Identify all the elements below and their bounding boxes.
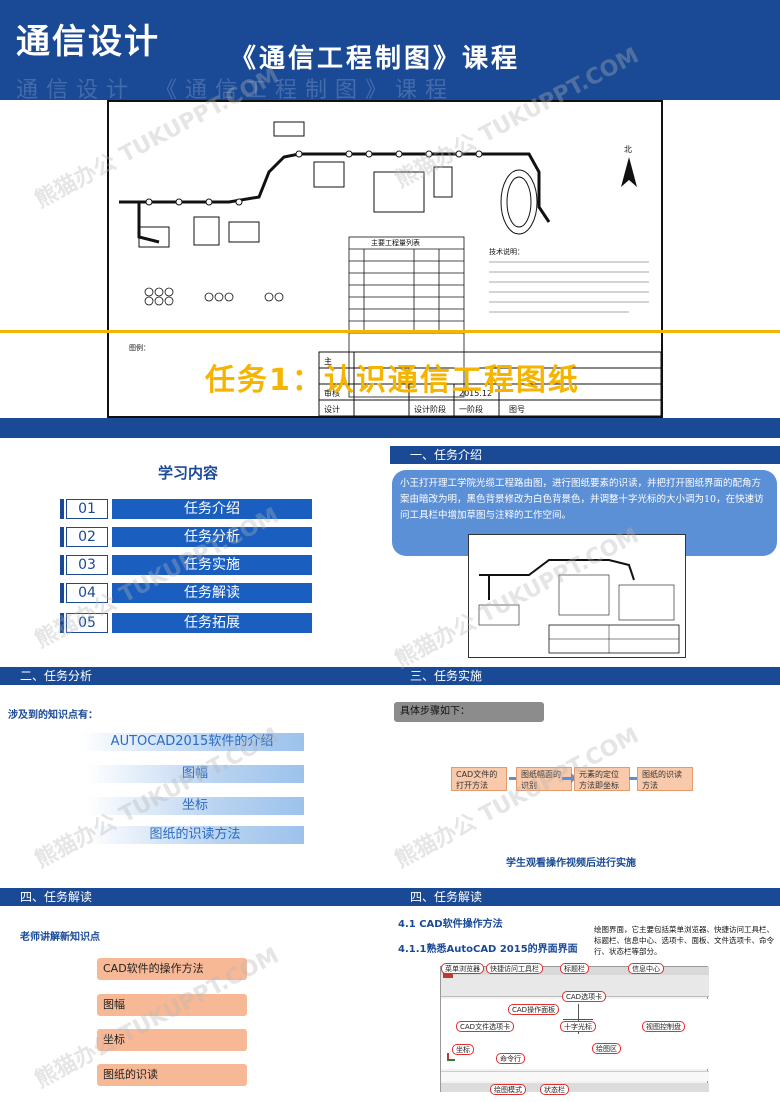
item-accent bbox=[60, 583, 64, 603]
callout-view-control: 视图控制盘 bbox=[642, 1021, 685, 1032]
svg-text:2015.12: 2015.12 bbox=[459, 389, 492, 398]
coordinate-icon bbox=[447, 1053, 455, 1061]
callout-coordinate: 坐标 bbox=[452, 1044, 474, 1055]
section-header-implementation: 三、任务实施 bbox=[390, 667, 780, 685]
item-label: 任务拓展 bbox=[112, 613, 312, 633]
callout-file-tab: CAD文件选项卡 bbox=[456, 1021, 515, 1032]
knowledge-bar-frame: 图幅 bbox=[86, 765, 304, 783]
task-title: 任务1：认识通信工程图纸 bbox=[205, 363, 580, 398]
item-number: 04 bbox=[66, 583, 108, 603]
knowledge-bar-reading: 图纸的识读方法 bbox=[86, 826, 304, 844]
crosshair-v bbox=[578, 1004, 579, 1034]
knowledge-bar-autocad: AUTOCAD2015软件的介绍 bbox=[80, 733, 304, 751]
flow-step-open: CAD文件的打开方法 bbox=[451, 767, 507, 791]
svg-text:设计阶段: 设计阶段 bbox=[414, 404, 446, 414]
cad-drawing-area bbox=[441, 999, 709, 1069]
learning-item-intro[interactable]: 01 任务介绍 bbox=[60, 499, 312, 519]
header-band bbox=[0, 0, 780, 100]
callout-command-line: 命令行 bbox=[496, 1053, 525, 1064]
section-header-interpret-right: 四、任务解读 bbox=[390, 888, 780, 906]
interpret-description: 绘图界面，它主要包括菜单浏览器、快捷访问工具栏、标题栏、信息中心、选项卡、面板、… bbox=[594, 925, 774, 956]
callout-quick-access: 快捷访问工具栏 bbox=[486, 963, 543, 974]
flow-step-reading: 图纸的识读方法 bbox=[637, 767, 693, 791]
learning-item-implementation[interactable]: 03 任务实施 bbox=[60, 555, 312, 575]
learning-item-analysis[interactable]: 02 任务分析 bbox=[60, 527, 312, 547]
brand-reflection: 通信设计 《通信工程制图》课程 bbox=[16, 78, 456, 103]
analysis-subtitle: 涉及到的知识点有： bbox=[8, 710, 98, 721]
course-title: 《通信工程制图》课程 bbox=[230, 44, 521, 74]
cad-command-line bbox=[441, 1071, 709, 1081]
callout-drawing-mode: 绘图模式 bbox=[490, 1084, 526, 1095]
svg-text:审核: 审核 bbox=[324, 388, 340, 398]
thumbnail-drawing bbox=[478, 559, 680, 654]
svg-text:主: 主 bbox=[324, 356, 332, 366]
svg-text:北: 北 bbox=[624, 145, 632, 154]
callout-menu-browser: 菜单浏览器 bbox=[441, 963, 484, 974]
interpret-subtitle: 老师讲解新知识点 bbox=[20, 932, 100, 943]
footer-band bbox=[0, 418, 780, 438]
svg-text:技术说明：: 技术说明： bbox=[489, 247, 524, 256]
svg-text:一阶段: 一阶段 bbox=[459, 404, 483, 414]
callout-drawing-area: 绘图区 bbox=[592, 1043, 621, 1054]
svg-text:图号: 图号 bbox=[509, 405, 525, 414]
implementation-note: 学生观看操作视频后进行实施 bbox=[506, 858, 636, 869]
cad-status-bar bbox=[441, 1083, 709, 1092]
learning-item-interpretation[interactable]: 04 任务解读 bbox=[60, 583, 312, 603]
callout-crosshair: 十字光标 bbox=[560, 1021, 596, 1032]
interpret-heading-1: 4.1 CAD软件操作方法 bbox=[398, 919, 503, 930]
svg-text:图例：: 图例： bbox=[129, 343, 150, 352]
watermark: 熊猫办公 TUKUPPT.COM bbox=[391, 723, 644, 874]
route-map-drawing: 北 主要工程量列表 bbox=[119, 121, 662, 417]
section-header-interpret-left: 四、任务解读 bbox=[0, 888, 390, 906]
callout-title-bar: 标题栏 bbox=[560, 963, 589, 974]
topic-reading: 图纸的识读 bbox=[97, 1064, 247, 1086]
item-accent bbox=[60, 613, 64, 633]
item-accent bbox=[60, 555, 64, 575]
item-label: 任务实施 bbox=[112, 555, 312, 575]
item-label: 任务解读 bbox=[112, 583, 312, 603]
item-number: 05 bbox=[66, 613, 108, 633]
item-accent bbox=[60, 499, 64, 519]
brand-title: 通信设计 bbox=[16, 22, 160, 62]
flow-step-coordinate: 元素的定位方法即坐标 bbox=[574, 767, 630, 791]
callout-status-bar: 状态栏 bbox=[540, 1084, 569, 1095]
cover-slide: 通信设计 通信设计 《通信工程制图》课程 《通信工程制图》课程 bbox=[0, 0, 780, 438]
topic-coordinates: 坐标 bbox=[97, 1029, 247, 1051]
svg-text:设计: 设计 bbox=[324, 404, 340, 414]
item-number: 03 bbox=[66, 555, 108, 575]
section-header-analysis: 二、任务分析 bbox=[0, 667, 390, 685]
learning-item-extension[interactable]: 05 任务拓展 bbox=[60, 613, 312, 633]
item-number: 01 bbox=[66, 499, 108, 519]
engineering-drawing: 北 主要工程量列表 bbox=[107, 100, 663, 418]
item-label: 任务分析 bbox=[112, 527, 312, 547]
interpret-heading-2: 4.1.1熟悉AutoCAD 2015的界面界面 bbox=[398, 944, 578, 955]
callout-cad-panel: CAD操作面板 bbox=[508, 1004, 560, 1015]
accent-line bbox=[0, 330, 780, 333]
learning-title: 学习内容 bbox=[158, 464, 219, 482]
intro-drawing-thumbnail bbox=[468, 534, 686, 658]
item-number: 02 bbox=[66, 527, 108, 547]
svg-text:主要工程量列表: 主要工程量列表 bbox=[371, 238, 420, 247]
topic-frame: 图幅 bbox=[97, 994, 247, 1016]
topic-cad-operation: CAD软件的操作方法 bbox=[97, 958, 247, 980]
steps-label: 具体步骤如下： bbox=[394, 702, 544, 722]
callout-cad-tab: CAD选项卡 bbox=[562, 991, 607, 1002]
item-accent bbox=[60, 527, 64, 547]
knowledge-bar-coordinates: 坐标 bbox=[86, 797, 304, 815]
section-header-intro: 一、任务介绍 bbox=[390, 446, 780, 464]
callout-info-center: 信息中心 bbox=[628, 963, 664, 974]
learning-title-underline bbox=[60, 460, 300, 461]
item-label: 任务介绍 bbox=[112, 499, 312, 519]
